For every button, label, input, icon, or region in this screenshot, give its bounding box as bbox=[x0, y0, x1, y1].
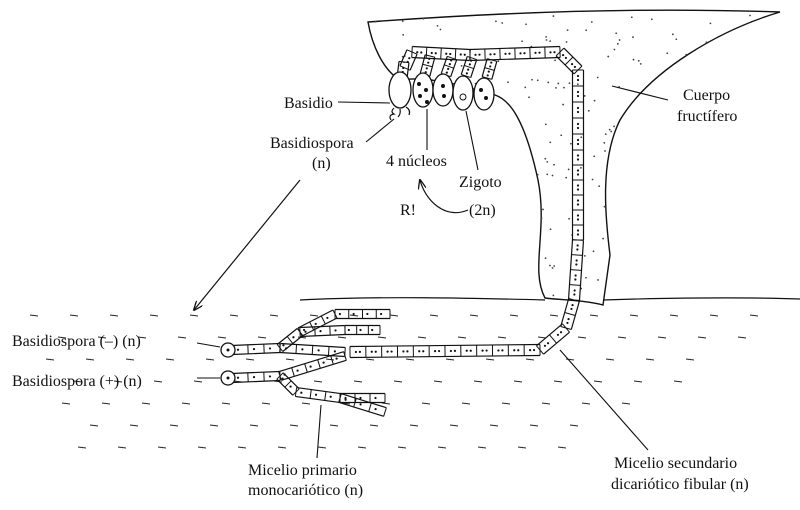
label-micelio-secundario: Micelio secundario bbox=[614, 455, 737, 472]
label-zigoto-2n: (2n) bbox=[469, 202, 496, 219]
label-basidiospora-top: Basidiospora bbox=[270, 135, 354, 152]
label-micelio-primario: Micelio primario bbox=[248, 462, 357, 479]
basidia-group bbox=[389, 72, 494, 120]
label-reduction: R! bbox=[400, 202, 416, 219]
label-dicariotico: dicariótico fibular (n) bbox=[611, 476, 749, 493]
leader-lines bbox=[197, 86, 668, 458]
label-basidio: Basidio bbox=[284, 95, 333, 112]
label-zigoto: Zigoto bbox=[459, 174, 502, 191]
label-fructifero: fructífero bbox=[677, 108, 737, 125]
label-basidiospora-top-n: (n) bbox=[312, 155, 331, 172]
label-basidiospora-plus: Basidiospora (+) (n) bbox=[12, 373, 142, 390]
spore-dispersal-arrow bbox=[194, 180, 300, 310]
label-cuatro-nucleos: 4 núcleos bbox=[386, 153, 447, 170]
label-basidiospora-minus: Basidiospora (–) (n) bbox=[12, 333, 141, 350]
label-monocariotico: monocariótico (n) bbox=[248, 482, 363, 499]
label-cuerpo: Cuerpo bbox=[683, 87, 730, 104]
